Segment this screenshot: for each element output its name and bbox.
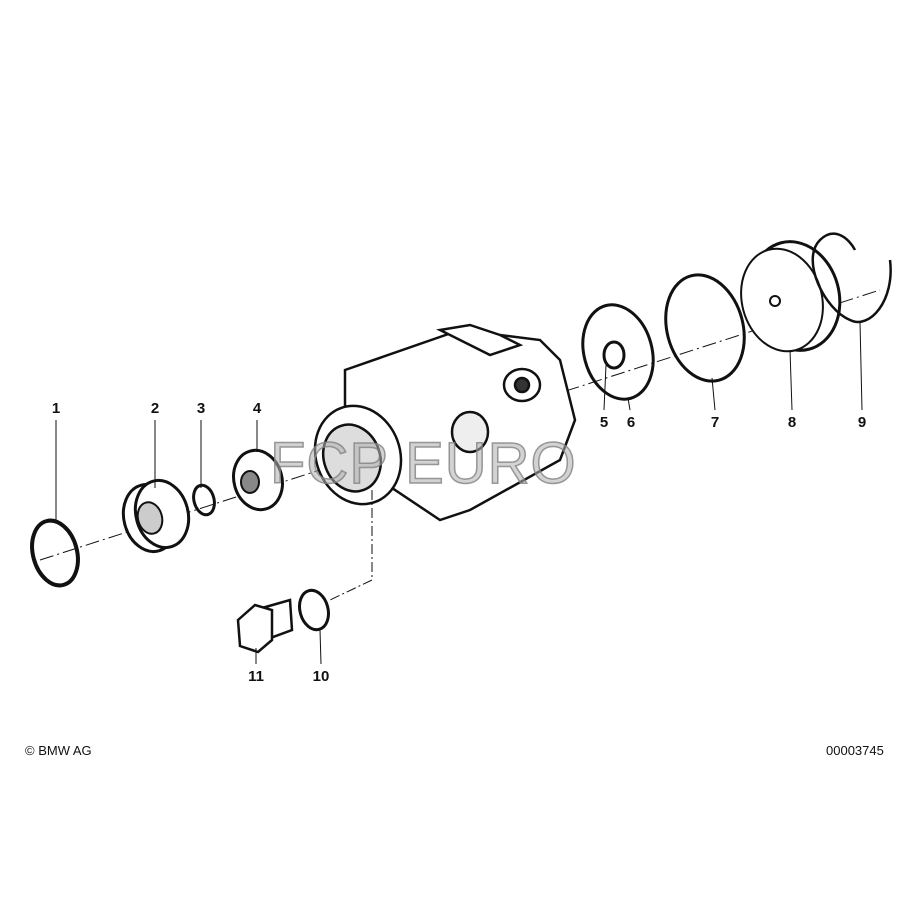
part-1-shape [30, 518, 80, 588]
pump-housing-shape [313, 323, 577, 522]
part-5-shape [602, 340, 626, 370]
part-3-shape [192, 483, 216, 517]
part-10-shape [298, 588, 330, 632]
part-label-5: 5 [599, 414, 609, 431]
part-label-10: 10 [312, 668, 330, 685]
copyright: © BMW AG [25, 743, 92, 758]
part-label-8: 8 [787, 414, 797, 431]
part-label-11: 11 [248, 668, 264, 685]
part-label-4: 4 [252, 400, 262, 417]
diagram-id: 00003745 [826, 743, 884, 758]
part-7-shape [664, 273, 746, 383]
part-label-3: 3 [196, 400, 206, 417]
part-11-shape [236, 598, 294, 654]
part-4-shape [232, 448, 284, 512]
watermark: FCP EURO [269, 430, 577, 497]
part-label-1: 1 [51, 400, 61, 417]
part-8-shape [740, 240, 842, 353]
part-label-6: 6 [626, 414, 636, 431]
part-label-7: 7 [710, 414, 720, 431]
part-label-2: 2 [150, 400, 160, 417]
part-6-shape [581, 303, 655, 401]
part-9-shape [811, 232, 892, 324]
part-2-shape [121, 478, 191, 554]
part-label-9: 9 [857, 414, 867, 431]
